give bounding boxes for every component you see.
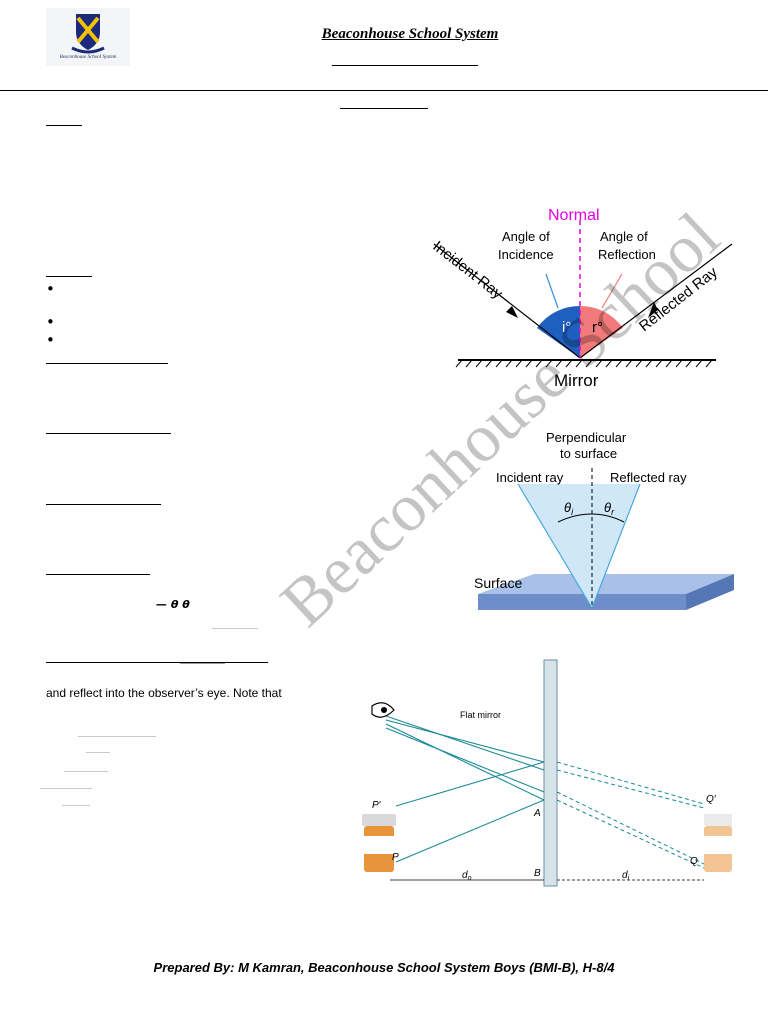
heading-rule bbox=[46, 574, 150, 575]
a-label: A bbox=[533, 808, 541, 819]
image-distance-label: di bbox=[622, 870, 630, 882]
angle-incidence-label: Incidence bbox=[498, 247, 554, 262]
angle-reflection-label: Reflection bbox=[598, 247, 656, 262]
object-distance-label: do bbox=[462, 870, 472, 882]
bullet: • bbox=[46, 331, 55, 349]
bullet: • bbox=[46, 280, 55, 298]
footer-credit: Prepared By: M Kamran, Beaconhouse Schoo… bbox=[153, 960, 615, 975]
angle-incidence-label: Angle of bbox=[502, 229, 550, 244]
faint-mark bbox=[40, 788, 92, 789]
pill-bottle-image-icon bbox=[704, 814, 732, 872]
perpendicular-label: to surface bbox=[560, 446, 617, 461]
heading-rule bbox=[46, 363, 168, 364]
eye-icon bbox=[371, 702, 395, 718]
flat-mirror-label: Flat mirror bbox=[460, 710, 501, 720]
heading-rule bbox=[46, 433, 171, 434]
title-underline bbox=[332, 65, 478, 66]
faint-rule bbox=[212, 628, 258, 629]
incident-ray-label: Incident ray bbox=[496, 470, 564, 485]
q-label: Q bbox=[690, 856, 698, 867]
theta-i-label: θi bbox=[564, 500, 574, 517]
school-title: Beaconhouse School System bbox=[321, 26, 499, 42]
flat-mirror-diagram: Flat mirror P′ P A B Q′ Q do di bbox=[362, 659, 732, 887]
heading-rule bbox=[46, 276, 92, 277]
p-label: P bbox=[392, 852, 399, 863]
heading-rule bbox=[340, 108, 428, 109]
faint-mark bbox=[86, 752, 110, 753]
surface-label: Surface bbox=[474, 575, 522, 591]
incident-ray-label: Incident Ray bbox=[430, 238, 507, 303]
faint-mark bbox=[62, 805, 90, 806]
pill-bottle-icon bbox=[362, 814, 396, 872]
header-divider bbox=[0, 90, 768, 91]
p-prime-label: P′ bbox=[372, 800, 382, 811]
faint-rule bbox=[180, 663, 225, 664]
mirror-sentence: and reflect into the observer’s eye. Not… bbox=[46, 686, 282, 700]
incidence-wedge bbox=[537, 305, 580, 358]
reflection-wedge bbox=[580, 305, 623, 358]
heading-rule bbox=[46, 125, 82, 126]
angle-reflection-label: Angle of bbox=[600, 229, 648, 244]
logo-caption: Beaconhouse School System bbox=[59, 55, 117, 60]
crest-icon bbox=[71, 14, 105, 54]
bullet: • bbox=[46, 313, 55, 331]
normal-label: Normal bbox=[548, 207, 600, 224]
heading-rule bbox=[46, 504, 161, 505]
reflected-ray-label: Reflected ray bbox=[610, 470, 687, 485]
theta-fragment: — θ θ bbox=[156, 598, 190, 611]
mirror-label: Mirror bbox=[554, 371, 599, 390]
theta-r-label: θr bbox=[604, 500, 615, 517]
perpendicular-label: Perpendicular bbox=[546, 430, 627, 445]
faint-mark bbox=[78, 736, 156, 737]
i-angle-label: i° bbox=[562, 319, 571, 336]
faint-mark bbox=[64, 771, 108, 772]
b-label: B bbox=[534, 868, 541, 879]
school-logo bbox=[46, 8, 130, 66]
reflection-diagram-colored: Normal Angle of Incidence Angle of Refle… bbox=[430, 207, 733, 390]
q-prime-label: Q′ bbox=[706, 794, 717, 805]
reflection-diagram-surface: Perpendicular to surface Incident ray Re… bbox=[474, 430, 734, 610]
heading-rule bbox=[46, 662, 268, 663]
r-angle-label: r° bbox=[592, 319, 603, 336]
